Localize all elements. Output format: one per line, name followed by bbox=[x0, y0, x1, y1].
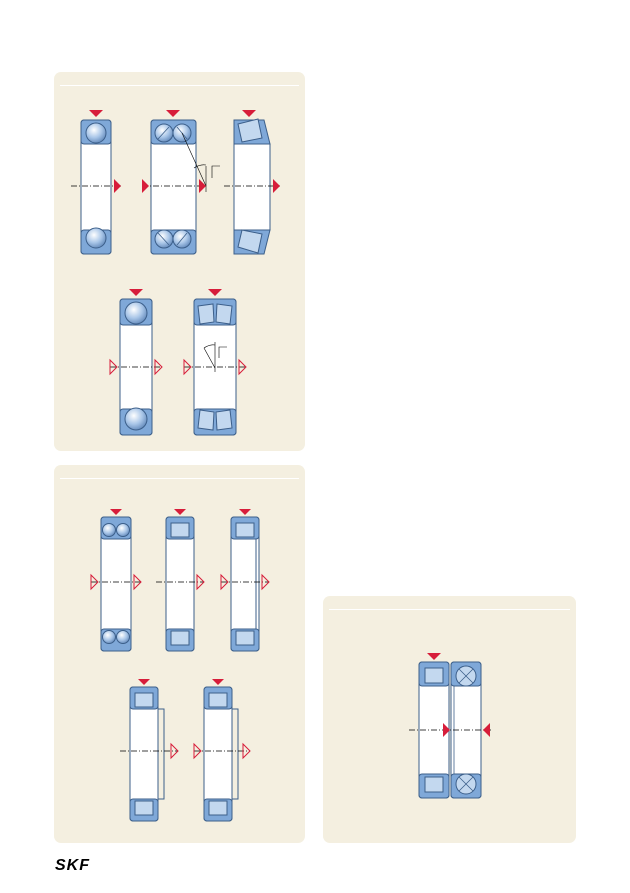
ball bbox=[85, 122, 107, 144]
double-row-ball-bearing bbox=[90, 509, 142, 652]
panel-2 bbox=[54, 465, 305, 843]
panel-divider bbox=[60, 478, 299, 479]
self-aligning-ball-bearing bbox=[109, 289, 163, 436]
deep-groove-ball-bearing bbox=[71, 110, 121, 255]
radial-load-arrow bbox=[89, 110, 103, 117]
roller bbox=[237, 229, 263, 254]
panel-divider bbox=[329, 609, 570, 610]
panel-3-drawing bbox=[409, 653, 491, 799]
panel-2-drawing bbox=[90, 509, 270, 822]
cylindrical-roller-bearing-nj bbox=[120, 679, 179, 822]
panel-divider bbox=[60, 85, 299, 86]
spherical-roller-bearing bbox=[183, 289, 247, 436]
panel-1-drawing bbox=[71, 110, 280, 436]
roller bbox=[237, 118, 263, 143]
combined-bearing-arrangement bbox=[409, 653, 491, 799]
cylindrical-roller-bearing-nup bbox=[193, 679, 251, 822]
axial-load-arrow bbox=[114, 179, 121, 193]
cylindrical-roller-bearing-nu bbox=[156, 509, 205, 652]
tapered-roller-bearing bbox=[224, 110, 280, 255]
panel-1 bbox=[54, 72, 305, 451]
skf-logo: SKF bbox=[55, 857, 90, 874]
double-row-angular-contact-bearing bbox=[142, 110, 220, 255]
ball bbox=[85, 227, 107, 249]
cylindrical-roller-bearing-n bbox=[220, 509, 270, 652]
panel-3 bbox=[323, 596, 576, 843]
